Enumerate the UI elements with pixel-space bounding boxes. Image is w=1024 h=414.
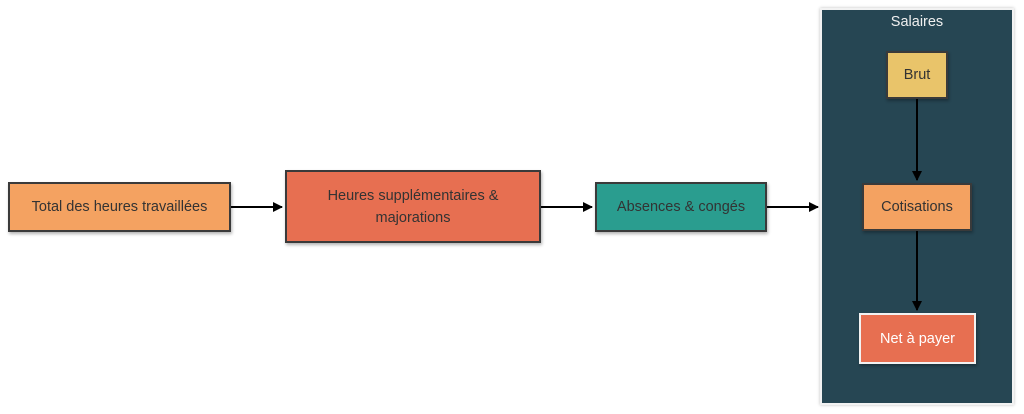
node-label: Cotisations	[881, 199, 953, 215]
node-label: Heures supplémentaires & majorations	[327, 187, 499, 226]
node-label: Net à payer	[880, 330, 955, 347]
node-cotisations[interactable]: Cotisations	[862, 183, 972, 231]
cluster-title: Salaires	[890, 14, 944, 30]
node-label: Total des heures travaillées	[31, 199, 208, 215]
node-label: Absences & congés	[616, 199, 746, 215]
node-label: Brut	[903, 67, 931, 83]
node-net[interactable]: Net à payer	[859, 313, 976, 364]
node-overtime[interactable]: Heures supplémentaires & majorations	[285, 170, 541, 243]
node-total-hours[interactable]: Total des heures travaillées	[8, 182, 231, 232]
node-absences[interactable]: Absences & congés	[595, 182, 767, 232]
node-brut[interactable]: Brut	[886, 51, 948, 99]
